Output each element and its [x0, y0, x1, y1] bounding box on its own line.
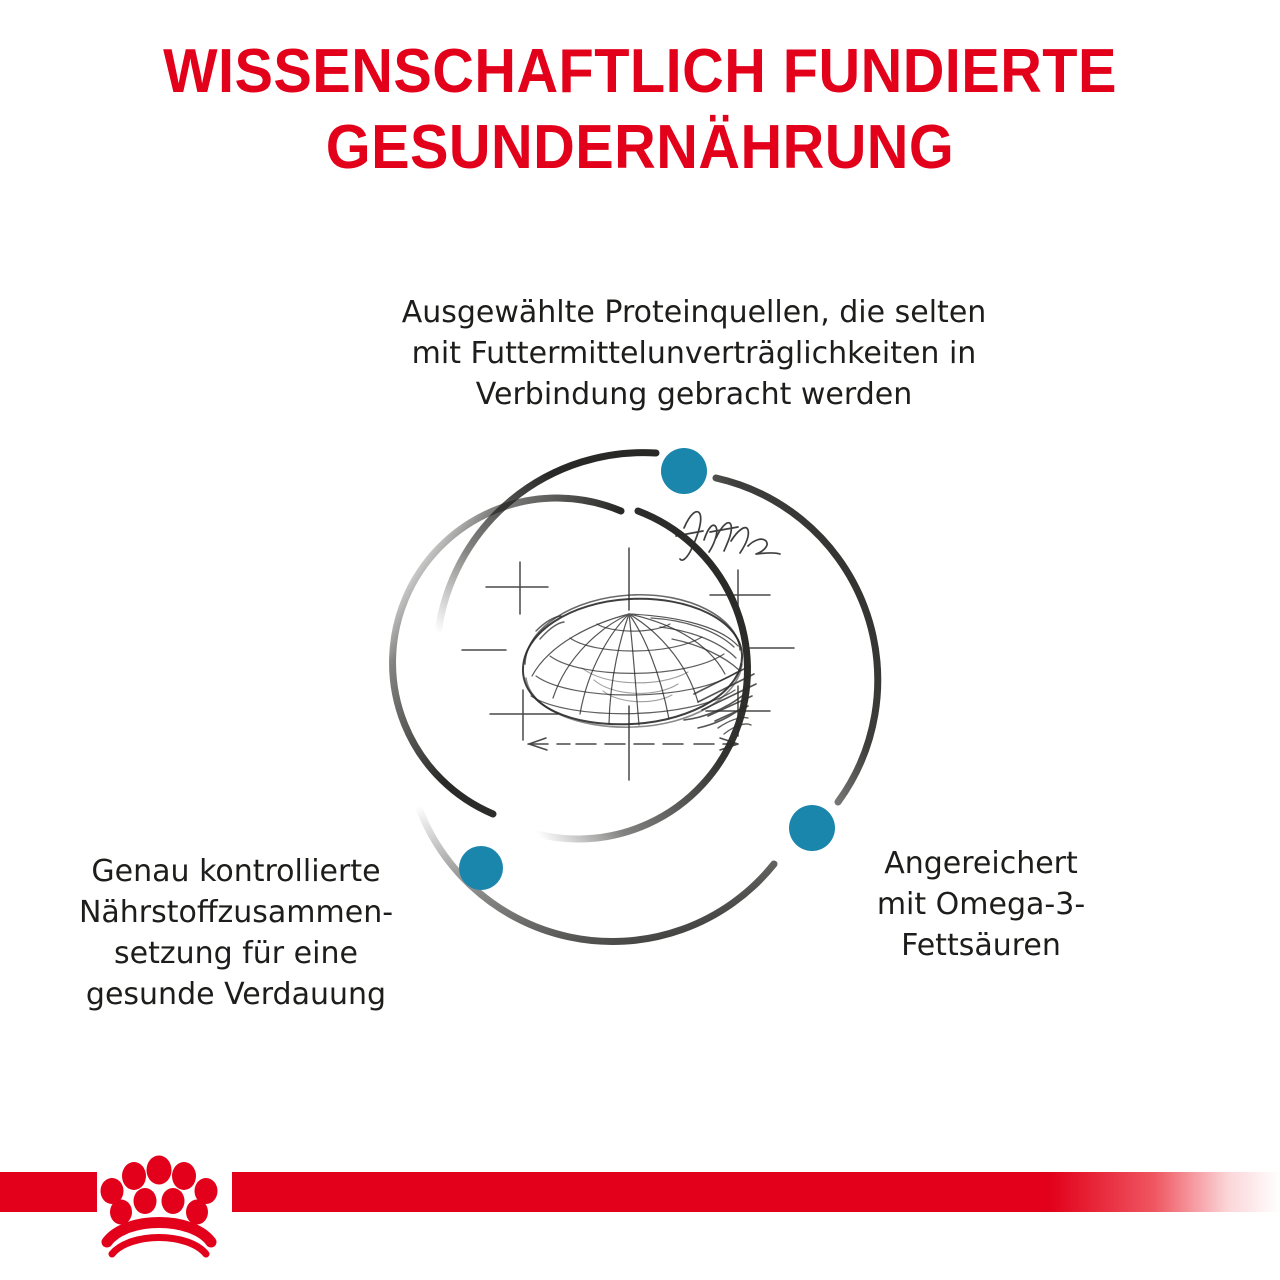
accent-dot-bottom-left: [459, 846, 503, 890]
emblem-accent-dots: [459, 448, 835, 890]
sketch-shading: [581, 667, 689, 703]
emblem-outer-ring: [408, 449, 882, 945]
kibble-sketch: [461, 510, 795, 781]
sketch-kibble-body: [521, 594, 744, 728]
outer-arc-right: [712, 474, 882, 806]
sketch-loose-strokes: [535, 615, 752, 735]
accent-dot-bottom-right: [789, 805, 835, 851]
page-title-line-1: WISSENSCHAFTLICH FUNDIERTE: [163, 37, 1117, 106]
footer-bar-left-segment: [0, 1172, 97, 1212]
outer-arc-top-left: [434, 449, 660, 637]
benefit-text-left: Genau kontrollierte Nährstoffzusammen- s…: [78, 854, 394, 1012]
page-title-line-2: GESUNDERNÄHRUNG: [325, 113, 955, 182]
sketch-crosshair-marks: [461, 547, 795, 781]
sketch-highlight-flank: [650, 617, 740, 671]
outer-arc-bottom-left: [408, 782, 778, 945]
page-title: WISSENSCHAFTLICH FUNDIERTE GESUNDERNÄHRU…: [45, 34, 1235, 186]
footer-bar-right-segment: [232, 1172, 1280, 1212]
benefit-text-top: Ausgewählte Proteinquellen, die selten m…: [401, 295, 987, 412]
emblem-inner-ring: [389, 494, 751, 843]
royal-canin-crown-logo: [88, 1150, 230, 1270]
sketch-handwritten-note: [675, 510, 781, 561]
inner-arc-right: [514, 507, 751, 843]
sketch-hatching: [683, 665, 757, 729]
footer: [0, 1150, 1280, 1280]
accent-dot-top: [661, 448, 707, 494]
central-emblem: [389, 428, 884, 945]
benefit-text-right: Angereichert mit Omega-3- Fettsäuren: [876, 846, 1086, 963]
inner-arc-left: [389, 494, 625, 818]
sketch-dimension-line: [527, 737, 739, 751]
